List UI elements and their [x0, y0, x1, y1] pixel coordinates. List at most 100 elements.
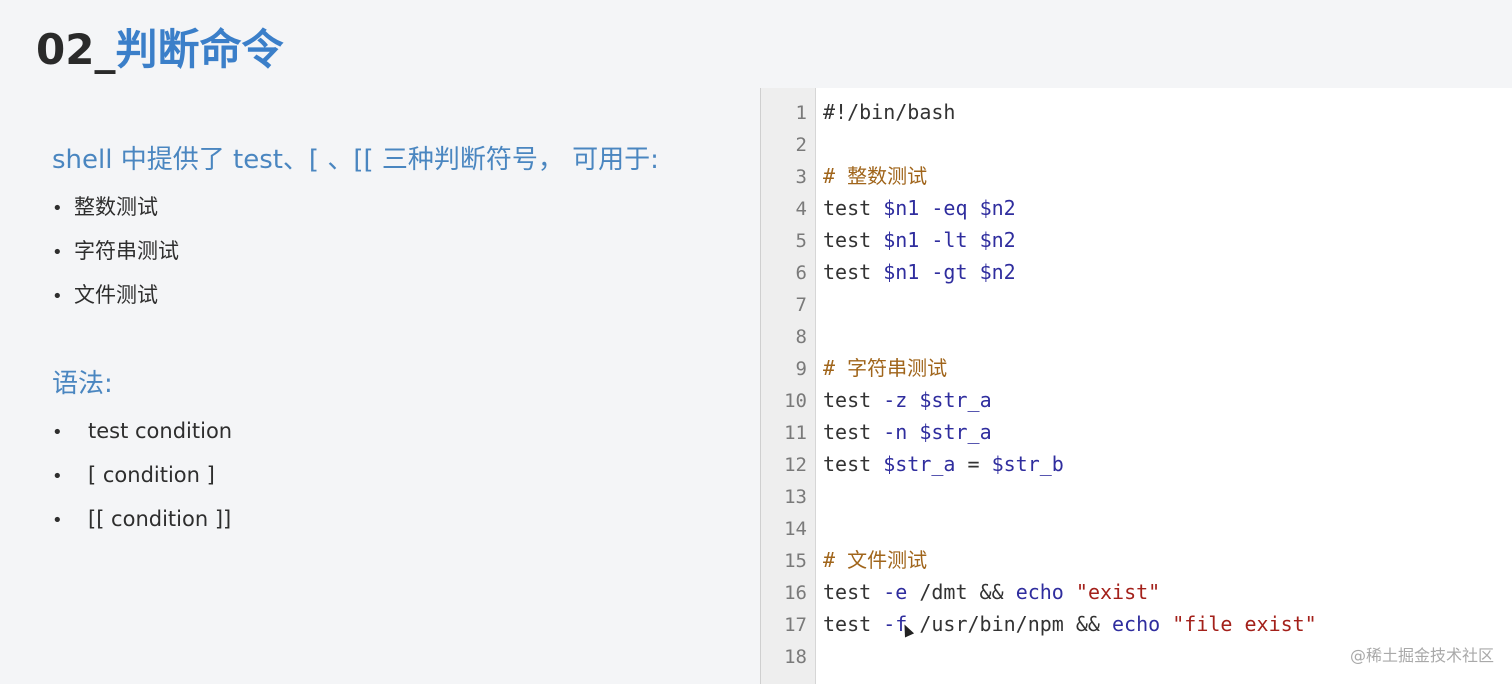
line-number: 10: [784, 390, 807, 412]
line-number: 7: [795, 294, 807, 316]
code-token: #!/bin/bash: [823, 100, 956, 124]
line-number: 8: [795, 326, 807, 348]
code-line: 15 # 文件测试: [761, 544, 927, 576]
code-token: [968, 228, 980, 252]
code-token: echo: [1015, 580, 1064, 604]
list-item: •字符串测试: [52, 230, 179, 274]
line-number: 16: [784, 582, 807, 604]
code-text: test $n1 -eq $n2: [815, 192, 1016, 224]
code-token: -f: [883, 612, 908, 636]
list-item-label: 文件测试: [74, 283, 158, 307]
code-token: test: [823, 228, 884, 252]
code-token: /usr/bin/npm &&: [907, 612, 1113, 636]
list-item-label: 字符串测试: [74, 239, 179, 263]
code-line: 2: [761, 128, 823, 160]
code-text: test $str_a = $str_b: [815, 448, 1064, 480]
list-item-label: 整数测试: [74, 195, 158, 219]
line-number: 18: [784, 646, 807, 668]
code-token: # 字符串测试: [823, 356, 948, 380]
code-token: =: [955, 452, 992, 476]
line-number: 1: [795, 102, 807, 124]
list-item: • [ condition ]: [52, 454, 232, 498]
line-number: 17: [784, 614, 807, 636]
code-text: test -f /usr/bin/npm && echo "file exist…: [815, 608, 1317, 640]
code-token: $n2: [979, 260, 1016, 284]
list-item-label: [[ condition ]]: [88, 507, 232, 531]
code-token: $str_b: [991, 452, 1064, 476]
line-number: 9: [795, 358, 807, 380]
code-token: "exist": [1075, 580, 1161, 604]
list-item: • test condition: [52, 410, 232, 454]
code-line: 16 test -e /dmt && echo "exist": [761, 576, 1160, 608]
code-line: 8: [761, 320, 823, 352]
code-line: 13: [761, 480, 823, 512]
code-text: # 整数测试: [815, 160, 927, 192]
code-line: 11 test -n $str_a: [761, 416, 992, 448]
code-token: -z: [883, 388, 908, 412]
code-text: test -e /dmt && echo "exist": [815, 576, 1160, 608]
code-text: # 字符串测试: [815, 352, 947, 384]
code-token: test: [823, 196, 884, 220]
list-item: •[[ condition ]]: [52, 498, 232, 542]
bullet-icon: •: [52, 286, 63, 307]
code-text: #!/bin/bash: [815, 96, 955, 128]
code-line: 14: [761, 512, 823, 544]
code-token: test: [823, 612, 884, 636]
code-token: $n1: [883, 228, 920, 252]
line-number-gutter: [761, 88, 816, 684]
bullet-icon: •: [52, 198, 63, 219]
syntax-list: • test condition • [ condition ] •[[ condi…: [52, 410, 232, 542]
code-line: 17 test -f /usr/bin/npm && echo "file exi…: [761, 608, 1317, 640]
code-line: 10 test -z $str_a: [761, 384, 992, 416]
code-text: # 文件测试: [815, 544, 927, 576]
title-text: 判断命令: [115, 25, 284, 74]
bullet-icon: •: [52, 422, 63, 443]
line-number: 14: [784, 518, 807, 540]
list-item: • 整数测试: [52, 186, 179, 230]
code-token: $str_a: [919, 420, 992, 444]
line-number: 13: [784, 486, 807, 508]
code-token: $n2: [979, 228, 1016, 252]
code-token: $str_a: [919, 388, 992, 412]
code-token: [919, 196, 931, 220]
code-line: 9 # 字符串测试: [761, 352, 948, 384]
code-line: 12 test $str_a = $str_b: [761, 448, 1064, 480]
code-text: test -n $str_a: [815, 416, 992, 448]
code-token: [968, 196, 980, 220]
page-title: 02_判断命令: [36, 24, 283, 76]
line-number: 2: [795, 134, 807, 156]
line-number: 12: [784, 454, 807, 476]
code-token: -eq: [931, 196, 968, 220]
code-token: [968, 260, 980, 284]
code-token: test: [823, 260, 884, 284]
syntax-heading: 语法:: [52, 369, 113, 399]
code-token: echo: [1112, 612, 1161, 636]
code-token: $n1: [883, 260, 920, 284]
code-line: 1 #!/bin/bash: [761, 96, 956, 128]
code-line: 7: [761, 288, 823, 320]
line-number: 11: [784, 422, 807, 444]
code-token: $str_a: [883, 452, 956, 476]
code-token: $n2: [979, 196, 1016, 220]
code-line: 3# 整数测试: [761, 160, 928, 192]
code-token: -n: [883, 420, 908, 444]
list-item: • 文件测试: [52, 274, 179, 318]
line-number: 5: [795, 230, 807, 252]
code-token: test: [823, 452, 884, 476]
code-token: $n1: [883, 196, 920, 220]
code-token: "file exist": [1172, 612, 1317, 636]
code-token: # 整数测试: [823, 164, 928, 188]
list-item-label: test condition: [88, 419, 233, 443]
code-text: test -z $str_a: [815, 384, 992, 416]
code-text: test $n1 -gt $n2: [815, 256, 1016, 288]
code-line: 18: [761, 640, 823, 672]
code-token: # 文件测试: [823, 548, 928, 572]
bullet-icon: •: [52, 466, 63, 487]
code-token: test: [823, 580, 884, 604]
list-item-label: [ condition ]: [88, 463, 215, 487]
code-token: -gt: [931, 260, 968, 284]
line-number: 15: [784, 550, 807, 572]
